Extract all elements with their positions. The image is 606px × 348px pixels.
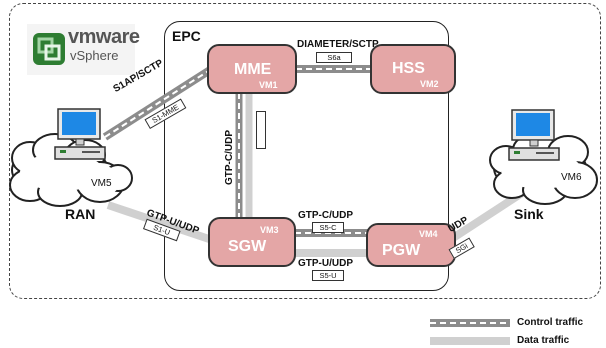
link-ran-mme: [102, 66, 213, 141]
pgw-vm-label: VM4: [419, 229, 438, 239]
sgw-vm-label: VM3: [260, 225, 279, 235]
vsphere-boundary: [9, 3, 601, 299]
link-mme-sgw: [235, 93, 253, 222]
sgw-label: SGW: [228, 238, 267, 255]
sgw-node: SGW VM3: [208, 217, 296, 267]
sgw-pgw-data-protocol: GTP-U/UDP: [298, 258, 353, 269]
sgw-pgw-control-interface: S5-C: [312, 222, 344, 233]
mme-hss-protocol: DIAMETER/SCTP: [297, 39, 379, 50]
sgw-pgw-control-protocol: GTP-C/UDP: [298, 210, 353, 221]
vsphere-wordmark: vSphere: [70, 48, 119, 63]
ran-vm-label: VM5: [91, 178, 112, 189]
vmware-wordmark: vmware: [68, 26, 140, 48]
mme-sgw-iface-box: [256, 111, 266, 149]
sink-vm-label: VM6: [561, 172, 582, 183]
pgw-label: PGW: [382, 242, 421, 259]
sink-label: Sink: [514, 206, 544, 222]
vsphere-icon: [33, 33, 65, 65]
hss-vm-label: VM2: [420, 79, 439, 89]
legend-data-label: Data traffic: [517, 335, 570, 346]
epc-boundary: [164, 21, 449, 291]
ran-computer-icon: [54, 108, 106, 160]
mme-sgw-protocol: GTP-C/UDP: [224, 130, 235, 185]
vmware-vsphere-logo: vmware vSphere: [27, 24, 140, 75]
sgw-pgw-data-interface: S5-U: [312, 270, 344, 281]
sink-computer-icon: [508, 109, 560, 161]
ran-label: RAN: [65, 206, 96, 222]
link-pgw-sink: [450, 189, 525, 242]
mme-hss-interface: S6a: [316, 52, 352, 63]
legend-control-label: Control traffic: [517, 317, 584, 328]
mme-label: MME: [234, 61, 272, 78]
mme-vm-label: VM1: [259, 80, 278, 90]
pgw-node: PGW VM4: [366, 223, 456, 267]
hss-node: HSS VM2: [370, 44, 456, 94]
hss-label: HSS: [392, 60, 425, 77]
epc-title: EPC: [172, 28, 201, 44]
mme-node: MME VM1: [207, 44, 297, 94]
